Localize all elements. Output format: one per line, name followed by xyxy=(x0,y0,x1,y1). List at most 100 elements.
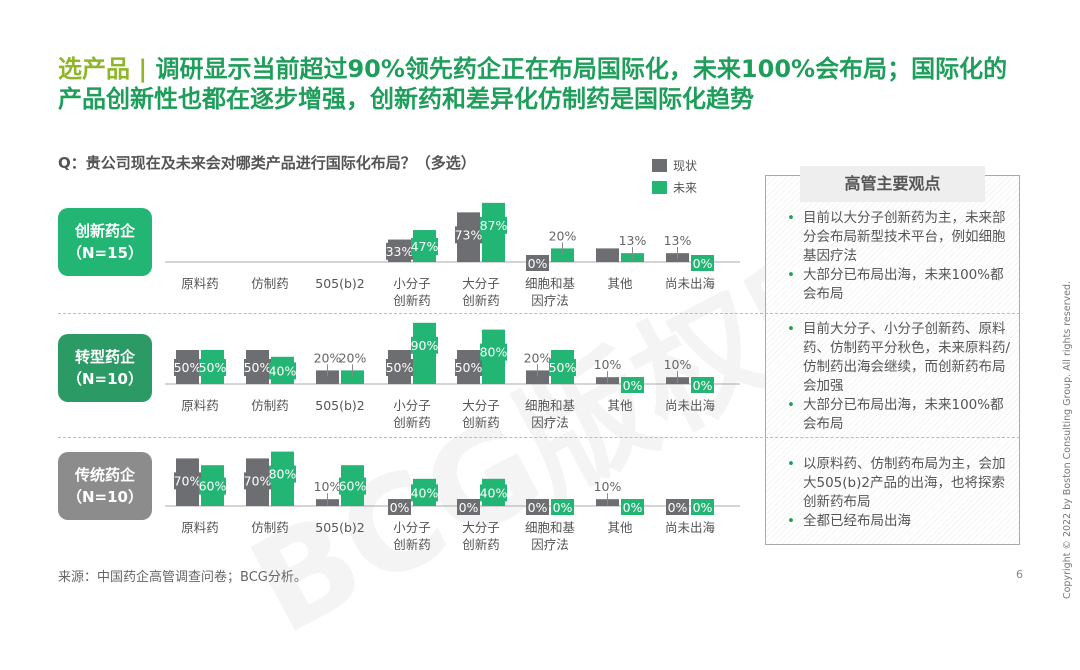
value-label-bg xyxy=(199,477,226,495)
value-label: 0% xyxy=(390,500,410,515)
value-label: 0% xyxy=(693,378,713,393)
value-label: 70% xyxy=(174,473,202,488)
value-label: 50% xyxy=(386,360,414,375)
title-text: 调研显示当前超过90%领先药企正在布局国际化，未来100%会布局；国际化的产品创… xyxy=(58,55,1008,113)
value-label: 10% xyxy=(664,357,692,372)
value-label: 40% xyxy=(480,485,508,500)
value-label-bg xyxy=(480,216,507,234)
zero-label-bg xyxy=(691,377,714,393)
value-label: 47% xyxy=(411,239,439,254)
panel-divider xyxy=(760,313,1020,314)
page-number: 6 xyxy=(1016,568,1023,581)
category-label: 尚未出海 xyxy=(665,398,716,413)
bar-current xyxy=(526,370,549,384)
category-label: 505(b)2 xyxy=(315,398,365,413)
value-label: 0% xyxy=(623,500,643,515)
category-label: 创新药 xyxy=(393,415,431,430)
row-divider xyxy=(58,437,768,438)
group-n: （N=10） xyxy=(67,370,143,388)
insights-section-1: 目前以大分子创新药为主，未来部分会布局新型技术平台，例如细胞基因疗法 大部分已布… xyxy=(785,209,1017,304)
value-label: 20% xyxy=(549,228,577,243)
category-label: 尚未出海 xyxy=(665,276,716,291)
value-label-bg xyxy=(339,477,366,495)
category-label: 其他 xyxy=(607,398,633,413)
insight-point: 大部分已布局出海，未来100%都会布局 xyxy=(785,396,1017,434)
insight-point: 以原料药、仿制药布局为主，会加大505(b)2产品的出海，也将探索创新药布局 xyxy=(785,455,1017,512)
group-pill-innovative: 创新药企 （N=15） xyxy=(58,208,152,276)
group-name: 创新药企 xyxy=(74,222,135,240)
panel-divider xyxy=(760,437,1020,438)
value-label: 0% xyxy=(623,378,643,393)
category-label: 创新药 xyxy=(462,537,500,552)
value-label-bg xyxy=(411,238,438,256)
value-label: 20% xyxy=(339,350,367,365)
insights-title: 高管主要观点 xyxy=(800,166,985,202)
category-label: 其他 xyxy=(607,276,633,291)
source-note: 来源：中国药企高管调查问卷；BCG分析。 xyxy=(58,570,307,585)
category-label: 仿制药 xyxy=(251,520,289,535)
group-pill-transforming: 转型药企（N=10） xyxy=(58,334,152,402)
value-label: 0% xyxy=(459,500,479,515)
legend-swatch-current xyxy=(652,158,667,172)
value-label: 0% xyxy=(668,500,688,515)
value-label: 0% xyxy=(693,500,713,515)
category-label: 细胞和基 xyxy=(525,276,576,291)
value-label: 33% xyxy=(386,244,414,259)
value-label: 10% xyxy=(314,479,342,494)
category-label: 其他 xyxy=(607,520,633,535)
category-label: 小分子 xyxy=(393,520,431,535)
group-n: （N=10） xyxy=(67,488,143,506)
value-label: 20% xyxy=(314,350,342,365)
value-label-bg xyxy=(455,226,482,244)
value-label: 73% xyxy=(455,227,483,242)
insights-section-2: 目前大分子、小分子创新药、原料药、仿制药平分秋色，未来原料药/仿制药出海会继续，… xyxy=(785,320,1017,434)
zero-label-bg xyxy=(526,499,549,515)
value-label-bg xyxy=(199,359,226,376)
category-label: 大分子 xyxy=(462,398,500,413)
value-label: 0% xyxy=(553,500,573,515)
insight-point: 目前大分子、小分子创新药、原料药、仿制药平分秋色，未来原料药/仿制药出海会继续，… xyxy=(785,320,1017,396)
zero-label-bg xyxy=(551,499,574,515)
value-label-bg xyxy=(174,472,201,490)
category-label: 细胞和基 xyxy=(525,520,576,535)
value-label-bg xyxy=(411,484,438,502)
insights-section-3: 以原料药、仿制药布局为主，会加大505(b)2产品的出海，也将探索创新药布局 全… xyxy=(785,455,1017,531)
category-label: 创新药 xyxy=(393,293,431,308)
value-label: 50% xyxy=(244,360,272,375)
value-label: 70% xyxy=(244,473,272,488)
group-name: 传统药企 xyxy=(74,466,135,484)
value-label-bg xyxy=(244,359,271,376)
title-lead: 选产品 | xyxy=(58,55,156,83)
value-label: 60% xyxy=(199,479,227,494)
category-label: 505(b)2 xyxy=(315,276,365,291)
bar-future xyxy=(551,248,574,262)
value-label: 80% xyxy=(480,345,508,360)
legend-swatch-future xyxy=(652,180,667,194)
zero-label-bg xyxy=(526,255,549,271)
value-label: 50% xyxy=(549,360,577,375)
category-label: 创新药 xyxy=(393,537,431,552)
survey-question: Q：贵公司现在及未来会对哪类产品进行国际化布局？（多选） xyxy=(58,154,476,172)
value-label-bg xyxy=(386,359,413,376)
zero-label-bg xyxy=(621,499,644,515)
legend-label-future: 未来 xyxy=(673,180,698,195)
zero-label-bg xyxy=(691,499,714,515)
zero-label-bg xyxy=(666,499,689,515)
category-label: 因疗法 xyxy=(531,537,569,552)
value-label-bg xyxy=(269,465,296,483)
category-label: 创新药 xyxy=(462,415,500,430)
value-label: 50% xyxy=(199,360,227,375)
value-label: 0% xyxy=(693,256,713,271)
value-label: 13% xyxy=(664,233,692,248)
legend: 现状 未来 xyxy=(652,154,697,198)
insight-point: 目前以大分子创新药为主，未来部分会布局新型技术平台，例如细胞基因疗法 xyxy=(785,209,1017,266)
group-n: （N=15） xyxy=(67,244,143,262)
insight-point: 大部分已布局出海，未来100%都会布局 xyxy=(785,266,1017,304)
value-label-bg xyxy=(455,359,482,376)
zero-label-bg xyxy=(457,499,480,515)
zero-label-bg xyxy=(621,377,644,393)
value-label: 0% xyxy=(528,500,548,515)
value-label-bg xyxy=(411,336,438,354)
category-label: 小分子 xyxy=(393,276,431,291)
